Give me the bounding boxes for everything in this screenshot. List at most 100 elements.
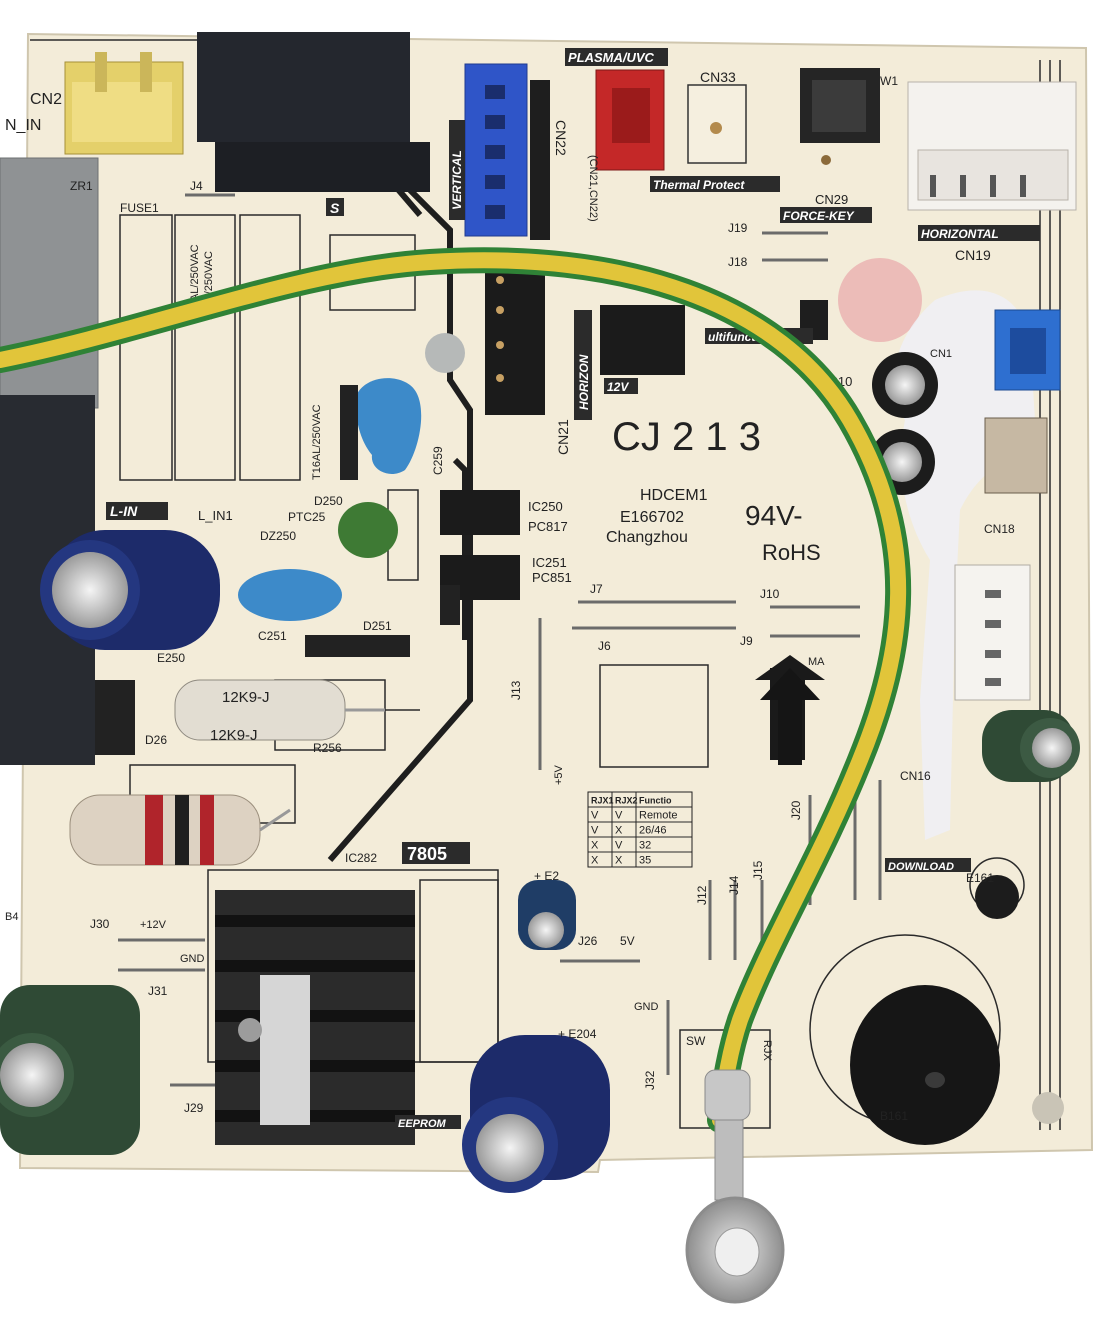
silkscreen: CN2 N_IN ZR1 J4 FUSE1 T16AL/250VAC 16AL/… — [5, 48, 1040, 1130]
plasma-connector — [595, 69, 665, 171]
label-horizon: HORIZON — [577, 354, 591, 410]
cn22-connector — [464, 63, 550, 240]
label-e2: + E2 — [534, 869, 559, 883]
label-b4: B4 — [5, 911, 18, 923]
label-cn19: CN19 — [955, 247, 991, 263]
label-j14: J14 — [727, 875, 741, 895]
label-cn22: CN22 — [553, 120, 569, 156]
table-header-cell: RJX2 — [615, 796, 638, 806]
label-5v-plus: +5V — [553, 764, 565, 785]
label-5v: 5V — [620, 934, 635, 948]
label-cn29: CN29 — [815, 192, 848, 207]
capacitor-e250 — [40, 530, 220, 650]
capacitor-e310 — [869, 352, 938, 495]
buzzer-b161 — [850, 875, 1019, 1145]
label-plasma: PLASMA/UVC — [568, 50, 655, 65]
cn19-connector — [907, 81, 1077, 211]
ceramic-cap-c251 — [238, 569, 342, 621]
table-cell: X — [591, 840, 599, 852]
capacitor-e2 — [518, 880, 576, 950]
cn18-connector — [954, 564, 1031, 701]
label-zr1: ZR1 — [70, 179, 93, 193]
ptc-green — [338, 502, 398, 558]
table-cell: 35 — [639, 855, 651, 867]
table-cell: V — [615, 810, 623, 822]
label-j29: J29 — [184, 1101, 204, 1115]
ground-wire-stripe — [0, 252, 907, 1128]
label-e161: E161 — [966, 871, 994, 885]
label-ptc: PTC25 — [288, 510, 326, 524]
cn33-connector — [687, 84, 747, 164]
cn21-header — [485, 255, 545, 415]
label-e250: E250 — [157, 651, 185, 665]
label-12v-plus: +12V — [140, 919, 167, 931]
table-cell: Remote — [639, 810, 678, 822]
label-b161: B161 — [880, 1109, 908, 1123]
blue-connector-right — [994, 309, 1061, 391]
table-header-cell: RJX1 — [591, 796, 614, 806]
label-cn18: CN18 — [984, 522, 1015, 536]
label-pc817: PC817 — [528, 519, 568, 534]
label-horizontal: HORIZONTAL — [921, 227, 999, 241]
label-pc851: PC851 — [532, 570, 572, 585]
label-j6: J6 — [598, 639, 611, 653]
label-7805: 7805 — [407, 844, 447, 864]
label-fuse1: FUSE1 — [120, 201, 159, 215]
label-ic250: IC250 — [528, 499, 563, 514]
table-cell: 26/46 — [639, 825, 667, 837]
small-gray-component — [425, 333, 465, 373]
label-eeprom: EEPROM — [398, 1118, 447, 1130]
label-j13: J13 — [509, 680, 523, 700]
label-download: DOWNLOAD — [888, 861, 954, 873]
label-res-1: 12K9-J — [222, 689, 270, 706]
label-e204: + E204 — [558, 1027, 597, 1041]
table-cell: V — [591, 810, 599, 822]
label-s: S — [330, 200, 340, 216]
capacitor-green-right — [982, 710, 1080, 782]
table-cell: V — [591, 825, 599, 837]
label-j32: J32 — [643, 1070, 657, 1090]
label-ma: MA — [808, 656, 825, 668]
label-j19: J19 — [728, 221, 748, 235]
table-header-cell: Functio — [639, 796, 672, 806]
label-l-in1: L_IN1 — [198, 508, 233, 523]
label-d250: D250 — [314, 494, 343, 508]
relay-top — [197, 32, 430, 192]
label-94v: 94V- — [745, 500, 803, 531]
table-cell: 32 — [639, 840, 651, 852]
label-thermal: Thermal Protect — [653, 178, 745, 192]
ceramic-cap-c259 — [354, 378, 422, 475]
ink-mark — [838, 258, 922, 342]
resistor-striped — [69, 794, 291, 866]
label-sw: SW — [686, 1034, 706, 1048]
ring-terminal — [685, 1069, 785, 1304]
capacitor-e204 — [462, 1035, 610, 1193]
label-force-key: FORCE-KEY — [783, 209, 855, 223]
label-gnd-1: GND — [634, 1001, 659, 1013]
optocouplers — [440, 490, 520, 600]
label-cn21-22: (CN21,CN22) — [587, 155, 599, 222]
label-fuse-rating-3: T16AL/250VAC — [311, 404, 323, 480]
label-j26: J26 — [578, 934, 598, 948]
label-n-in: N_IN — [5, 117, 41, 134]
label-c251: C251 — [258, 629, 287, 643]
label-12v: 12V — [607, 380, 629, 394]
label-j4: J4 — [190, 179, 203, 193]
label-res-2: 12K9-J — [210, 727, 258, 744]
cn2-connector — [64, 52, 184, 155]
label-gnd-2: GND — [180, 953, 205, 965]
label-j20: J20 — [789, 800, 803, 820]
label-r256: R256 — [313, 741, 342, 755]
label-cn33: CN33 — [700, 69, 736, 85]
table-cell: V — [615, 840, 623, 852]
label-rohs: RoHS — [762, 540, 821, 565]
label-rjx: RJX — [761, 1040, 773, 1061]
diodes — [95, 385, 460, 755]
capacitor-bottom-left — [0, 985, 140, 1155]
label-j9: J9 — [740, 634, 753, 648]
label-d251: D251 — [363, 619, 392, 633]
transformer-block — [0, 157, 99, 409]
label-dz250: DZ250 — [260, 529, 296, 543]
label-j10: J10 — [760, 587, 780, 601]
